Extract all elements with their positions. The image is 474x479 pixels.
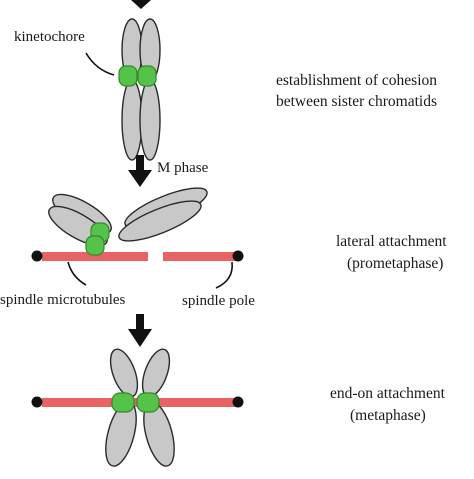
chromatid-left-lower [121, 79, 143, 161]
kinetochore-left-metaphase [111, 392, 135, 413]
arrow-m-phase-head [128, 170, 152, 187]
spindle-pole-right [232, 250, 244, 262]
chromatid-upper-right [141, 348, 171, 398]
spindle-pole-label: spindle pole [182, 293, 255, 309]
microtubule-pointer [67, 261, 87, 286]
spindle-pole-right-metaphase [232, 396, 244, 408]
chromatid-upper-left [109, 348, 139, 398]
arrow-top [131, 0, 151, 9]
kinetochore-right [137, 65, 157, 87]
kinetochore-left [118, 65, 138, 87]
arrow-to-metaphase [128, 314, 152, 347]
chromatid-right-lower [139, 79, 161, 161]
kinetochore-pointer [85, 52, 115, 76]
stage-1-chromosome [118, 18, 161, 161]
stage-2-chromosome [48, 187, 208, 247]
stage-3-line2: (metaphase) [350, 407, 426, 424]
kinetochore-label: kinetochore [14, 29, 85, 45]
stage-2-line2: (prometaphase) [347, 255, 443, 272]
kinetochore-lower [85, 235, 105, 256]
chromatid-arm-right-front [118, 200, 202, 242]
m-phase-label: M phase [157, 160, 209, 176]
arrow-m-phase-shaft [136, 155, 144, 173]
stage-1-line2: between sister chromatids [276, 93, 437, 110]
microtubule-right [163, 252, 237, 261]
pole-pointer [215, 261, 233, 289]
arrow-m-phase [128, 155, 152, 187]
stage-2-line1: lateral attachment [336, 233, 447, 250]
stage-3-line1: end-on attachment [330, 385, 446, 402]
stage-1-line1: establishment of cohesion [276, 72, 437, 89]
microtubule-left [42, 252, 148, 261]
spindle-pole-left [31, 250, 43, 262]
arrow-top-head [131, 0, 151, 9]
spindle-pole-left-metaphase [31, 396, 43, 408]
spindle-microtubules-label: spindle microtubules [0, 292, 126, 308]
kinetochore-right-metaphase [136, 392, 160, 413]
arrow-3-shaft [136, 314, 144, 332]
arrow-3-head [128, 329, 152, 347]
